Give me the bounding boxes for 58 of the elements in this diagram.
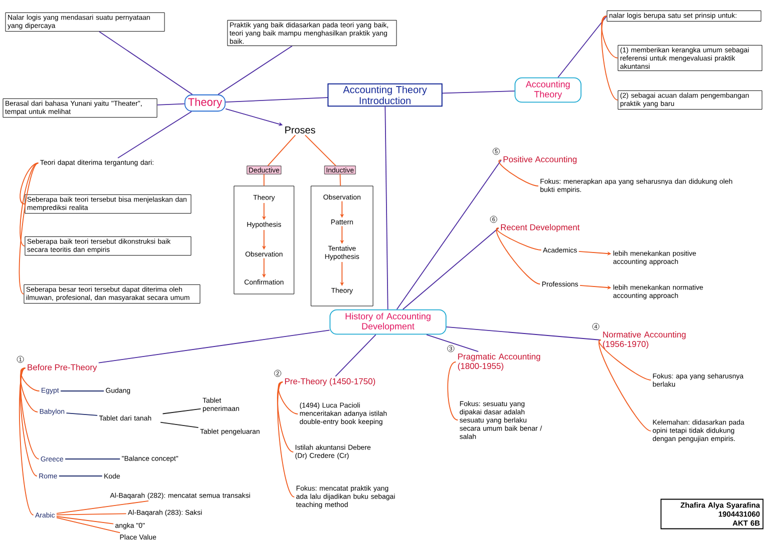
connector-line: [56, 513, 127, 516]
connector-line: [20, 368, 40, 392]
step-frame: [234, 186, 294, 294]
connector-line: [225, 97, 328, 103]
connector-line: [277, 382, 295, 498]
connector-line: [20, 368, 40, 460]
connector-line: [64, 458, 120, 460]
connector-line: [498, 160, 539, 186]
connector-line: [20, 162, 39, 246]
connector-line: [601, 16, 618, 58]
branch-text: Proses: [285, 126, 316, 134]
topic-heading: Normative Accounting (1956-1970): [603, 331, 686, 349]
connector-line: [598, 340, 652, 380]
connector-line: [117, 111, 192, 158]
topic-heading: Pre-Theory (1450-1750): [285, 378, 376, 386]
topic-bubble: Theory: [184, 94, 226, 112]
topic-heading: Positive Accounting: [504, 156, 577, 164]
connector-line: [267, 134, 296, 166]
connector-line: [60, 390, 104, 392]
connector-line: [335, 334, 376, 377]
connector-line: [56, 500, 149, 514]
connector-line: [402, 228, 500, 310]
connector-line: [396, 160, 502, 310]
connector-line: [98, 330, 330, 364]
connector-line: [446, 326, 602, 340]
connector-line: [278, 382, 298, 414]
connector-line: [56, 516, 114, 524]
connector-line: [496, 228, 540, 284]
connector-line: [277, 382, 294, 452]
connector-line: [601, 16, 618, 100]
connector-line: [156, 103, 185, 106]
connector-line: [160, 422, 199, 428]
connector-line: [18, 368, 34, 516]
topic-heading: Recent Development: [501, 224, 580, 232]
connector-line: [447, 362, 458, 420]
connector-line: [20, 368, 38, 412]
connector-line: [66, 412, 98, 416]
connector-line: [598, 340, 652, 432]
topic-heading: Before Pre-Theory: [28, 364, 97, 372]
topic-heading: Pragmatic Accounting (1800-1955): [458, 353, 540, 371]
connector-line: [304, 134, 336, 166]
connector-line: [162, 408, 202, 414]
title-box: Accounting Theory Introduction: [328, 83, 442, 107]
connector-line: [426, 334, 479, 352]
connector-line: [18, 162, 39, 294]
connector-line: [20, 368, 38, 476]
connector-line: [558, 16, 608, 78]
connector-line: [340, 174, 341, 186]
connector-line: [98, 31, 193, 95]
connector-line: [56, 517, 120, 534]
topic-bubble: History of Accounting Development: [330, 309, 446, 335]
connector-line: [496, 228, 542, 250]
step-frame: [310, 186, 374, 306]
connector-line: [442, 90, 515, 94]
connector-line: [218, 46, 293, 95]
connector-line: [384, 106, 388, 310]
connector-line: [20, 162, 39, 204]
topic-bubble: Accounting Theory: [514, 77, 582, 103]
